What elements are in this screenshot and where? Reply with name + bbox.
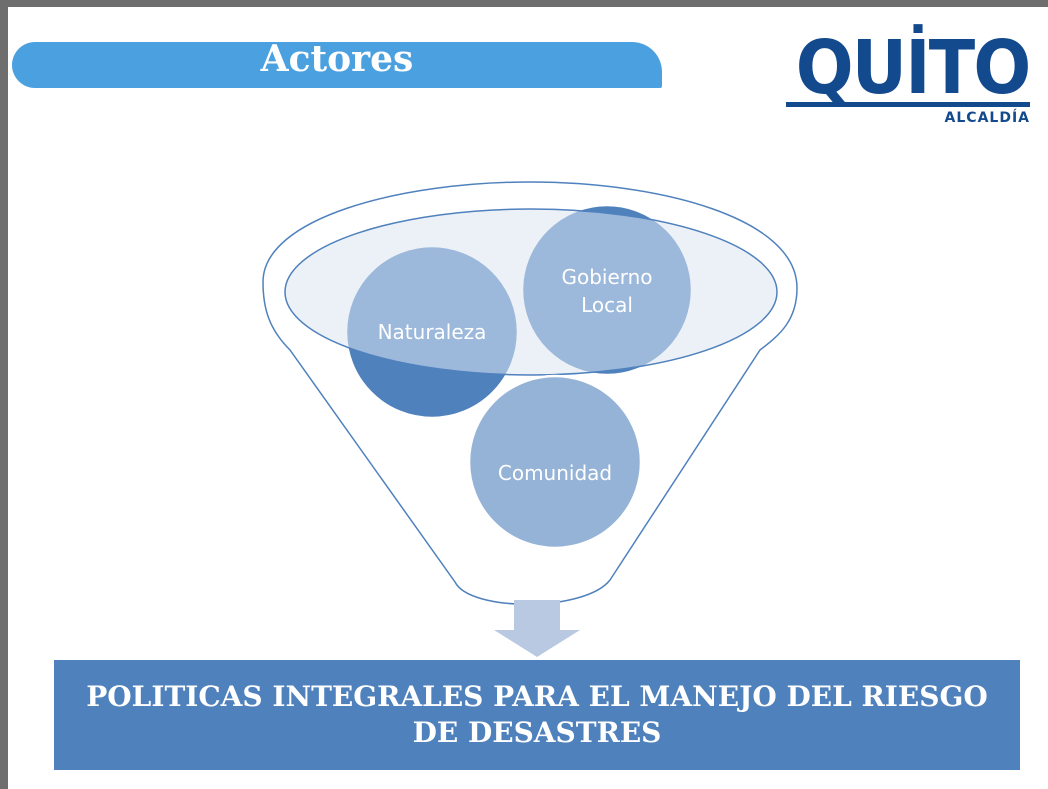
actor-label-comunidad: Comunidad (498, 461, 612, 485)
result-text: POLITICAS INTEGRALES PARA EL MANEJO DEL … (86, 680, 988, 749)
slide-frame-left (0, 0, 8, 789)
logo-subtitle: ALCALDÍA (944, 110, 1030, 126)
actor-label-naturaleza: Naturaleza (378, 320, 487, 344)
title-banner (12, 42, 662, 88)
logo-wordmark: QUİTO (795, 25, 1031, 111)
quito-logo: QUİTO ALCALDÍA (786, 25, 1031, 130)
down-arrow-icon (494, 600, 580, 657)
actor-label-gobierno-line1: Gobierno (561, 265, 652, 289)
actor-label-gobierno-line2: Local (581, 293, 633, 317)
logo-rule (786, 102, 1030, 107)
actor-circle-comunidad (467, 374, 643, 550)
slide-frame-top (0, 0, 1048, 7)
funnel-mouth (284, 208, 778, 376)
slide-title: Actores (260, 38, 414, 80)
result-banner: POLITICAS INTEGRALES PARA EL MANEJO DEL … (54, 660, 1020, 770)
